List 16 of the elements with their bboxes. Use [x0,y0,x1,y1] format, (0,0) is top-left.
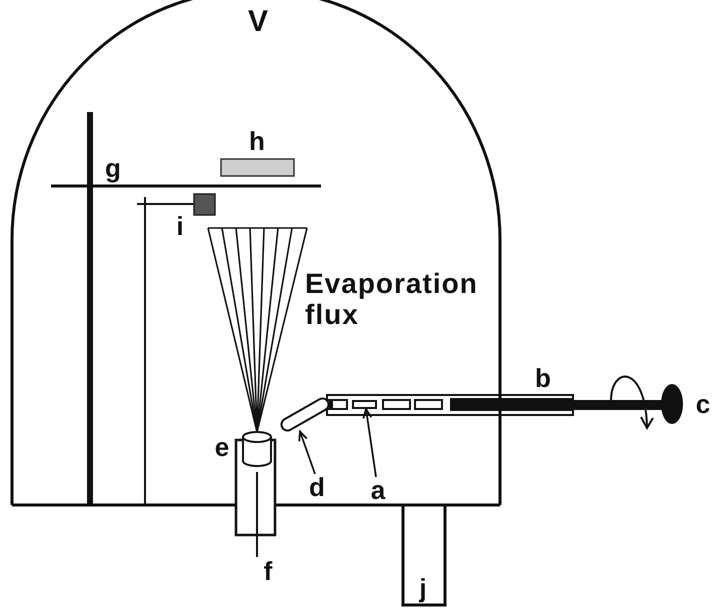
callout-letter: d [309,474,325,500]
leader-arrow [298,430,316,474]
callout-letter: g [105,155,121,181]
callout-letter: e [214,434,230,460]
capsule-tube [280,396,330,432]
annotation-text: Evaporation flux [305,268,479,331]
callout-letter: V [248,7,268,37]
callout-letter: i [176,213,184,239]
callout-letter: f [264,558,272,584]
callout-letter: b [535,365,551,391]
leader-arrow [362,408,377,478]
callout-letter: a [370,477,386,503]
callout-letter: j [419,575,427,601]
callout-letter: h [249,128,265,154]
callout-letter: c [696,391,710,417]
sample-slot [352,400,377,409]
